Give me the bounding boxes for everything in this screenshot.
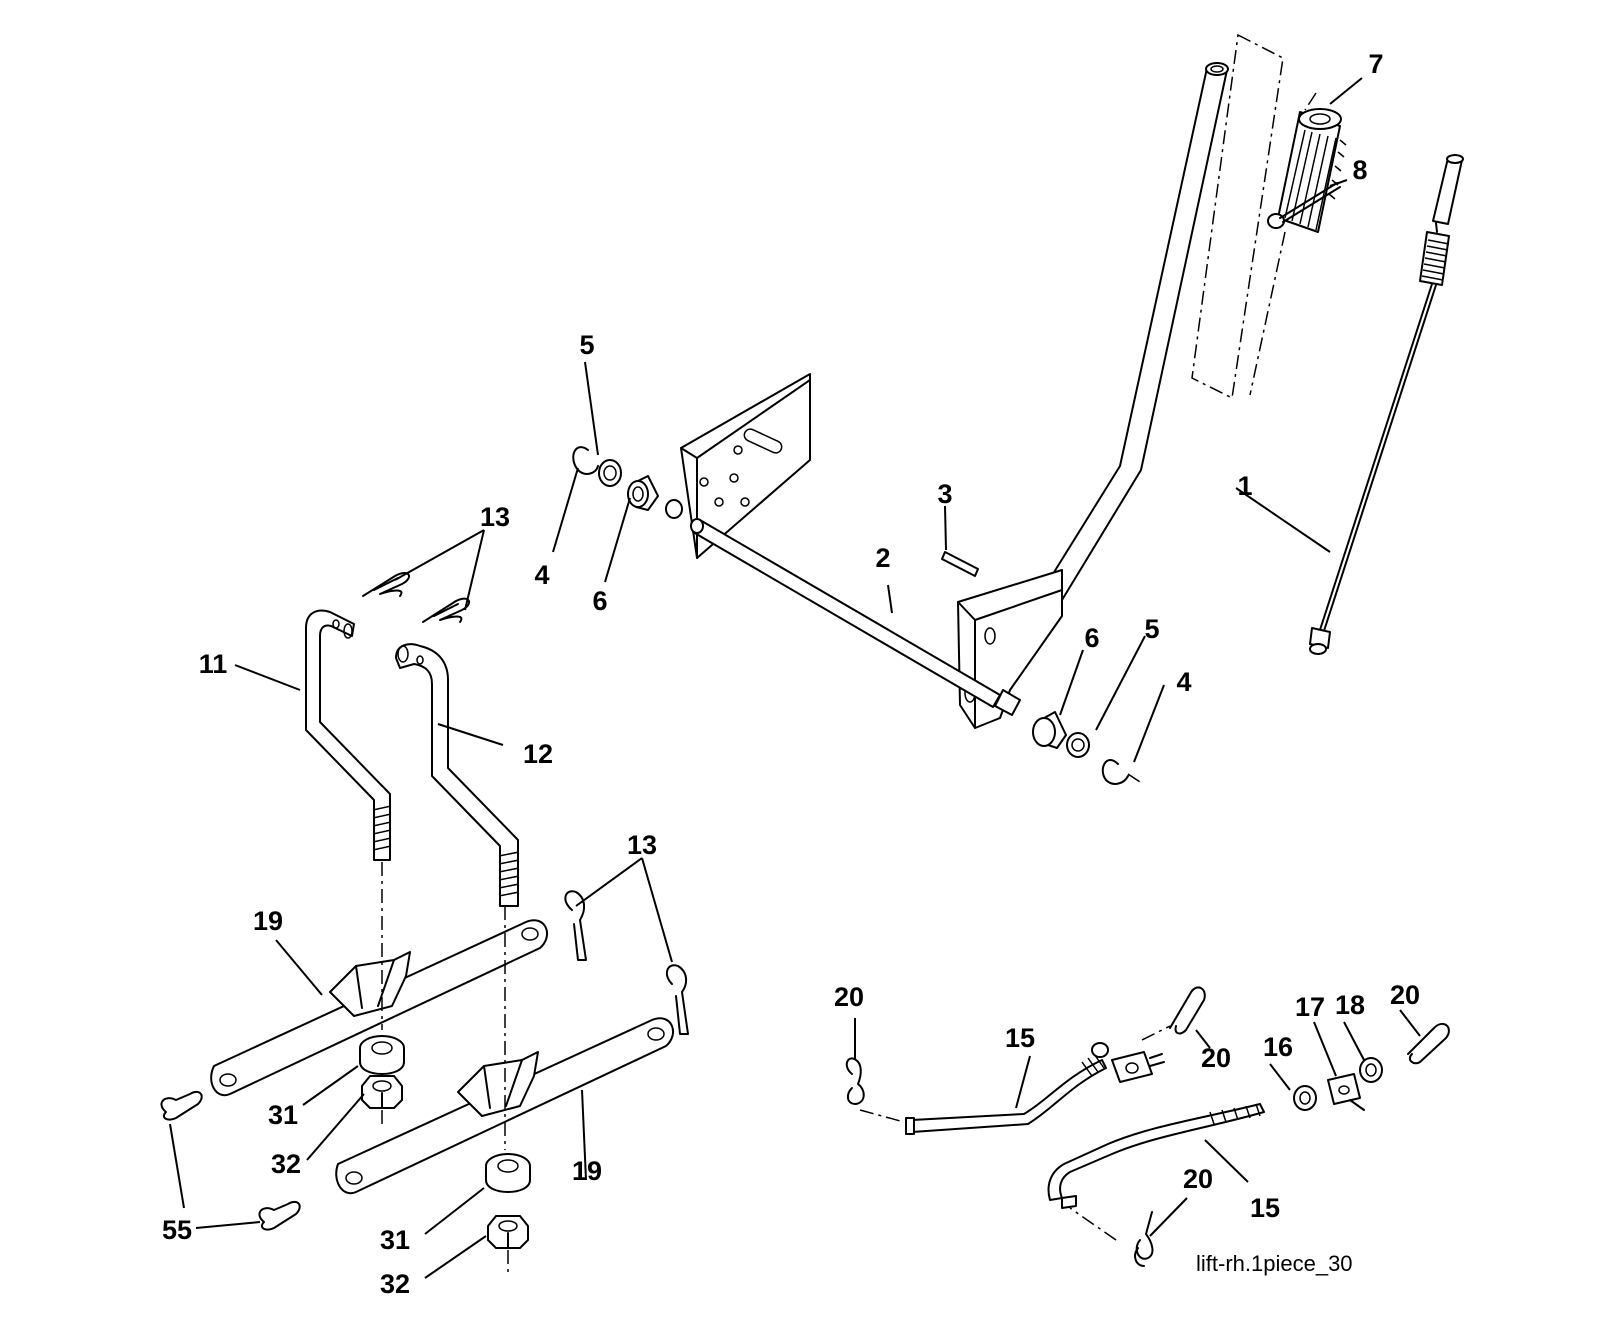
callout-4-right: 4 <box>1176 667 1191 697</box>
callout-32-upper: 32 <box>271 1149 301 1179</box>
callout-18: 18 <box>1335 990 1365 1020</box>
callout-8: 8 <box>1352 155 1367 185</box>
callout-5-right: 5 <box>1144 614 1159 644</box>
callout-32-lower: 32 <box>380 1269 410 1299</box>
handle-grip <box>1249 92 1347 396</box>
nut-upper <box>361 1075 403 1109</box>
trunnion-upper <box>1091 1042 1165 1083</box>
grip-pin <box>1267 182 1341 229</box>
callout-19-upper: 19 <box>253 906 283 936</box>
leader-lines <box>169 77 1421 1279</box>
clip-20-upper-right <box>1407 1022 1450 1065</box>
callout-13-top: 13 <box>480 502 510 532</box>
callout-20-left: 20 <box>834 982 864 1012</box>
callout-16: 16 <box>1263 1032 1293 1062</box>
clip-20-lower <box>1134 1211 1154 1267</box>
swivel-block <box>1327 1073 1365 1111</box>
hair-pin-clip-top-a <box>362 572 410 597</box>
callout-20-upper-right: 20 <box>1390 980 1420 1010</box>
callout-20-upper-mid: 20 <box>1201 1043 1231 1073</box>
clip-20-left <box>845 1057 865 1105</box>
callout-3: 3 <box>937 479 952 509</box>
hair-pin-clip-top-b <box>422 597 471 623</box>
hair-pin-clip-lower-b <box>665 964 689 1035</box>
locknut <box>1359 1057 1383 1083</box>
callout-17: 17 <box>1295 992 1325 1022</box>
lift-arm-upper <box>210 919 548 1097</box>
callout-31-upper: 31 <box>268 1100 298 1130</box>
callout-6-right: 6 <box>1084 623 1099 653</box>
callout-15-upper: 15 <box>1005 1023 1035 1053</box>
lift-link-12 <box>395 643 520 907</box>
adjuster-rod-lower <box>1047 1103 1265 1241</box>
callout-7: 7 <box>1368 49 1383 79</box>
callout-5-left: 5 <box>579 330 594 360</box>
ferrule-upper <box>359 1035 405 1075</box>
callout-15-lower: 15 <box>1250 1193 1280 1223</box>
flat-washer <box>1293 1085 1317 1111</box>
hair-pin-clip-lower-a <box>564 890 587 961</box>
lift-lever-arm <box>957 33 1284 729</box>
drawing-caption: lift-rh.1piece_30 <box>1196 1251 1353 1276</box>
callout-20-lower: 20 <box>1183 1164 1213 1194</box>
clip-20-upper-mid <box>1141 986 1206 1041</box>
nut-lower <box>487 1215 529 1249</box>
right-bushing-stack <box>1032 711 1141 785</box>
left-bushing-stack <box>572 446 659 511</box>
callout-2: 2 <box>875 543 890 573</box>
callout-55: 55 <box>162 1215 192 1245</box>
lift-link-11 <box>305 609 392 861</box>
clip-55-a <box>160 1090 203 1121</box>
callout-19-lower: 19 <box>572 1156 602 1186</box>
pivot-plate <box>680 373 811 559</box>
adjuster-rod-upper <box>859 1053 1107 1135</box>
cross-shaft <box>665 499 1021 716</box>
callout-4-left: 4 <box>534 560 549 590</box>
roll-pin <box>941 551 979 577</box>
callout-31-lower: 31 <box>380 1225 410 1255</box>
callout-13-lower: 13 <box>627 830 657 860</box>
callout-11: 11 <box>199 649 228 679</box>
callout-1: 1 <box>1237 471 1252 501</box>
lift-cable <box>1309 154 1464 655</box>
ferrule-lower <box>485 1153 531 1193</box>
clip-55-b <box>258 1200 301 1231</box>
callout-6-left: 6 <box>592 586 607 616</box>
callout-labels: 1 2 3 4 4 5 5 6 6 7 8 11 12 13 13 15 15 … <box>162 49 1420 1299</box>
callout-12: 12 <box>523 739 553 769</box>
